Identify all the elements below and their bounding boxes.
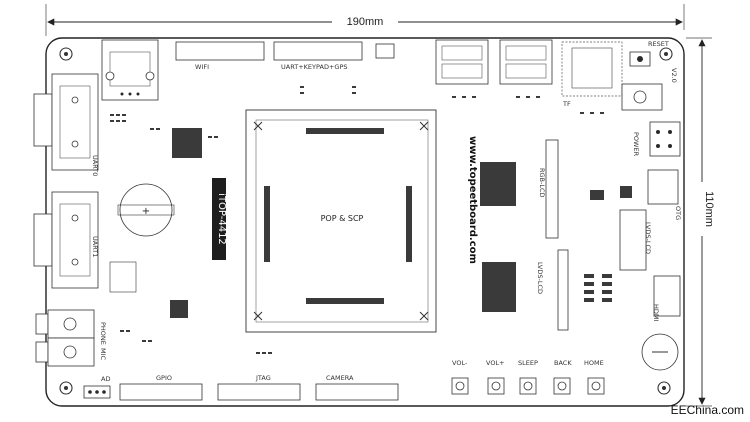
width-label: 190mm: [347, 16, 384, 28]
itop-badge: [212, 178, 226, 260]
ad-label: AD: [101, 375, 110, 383]
uart-keypad-gps-header: [273, 41, 363, 61]
lvds-lcd-center-label: LVDS-LCD: [536, 262, 544, 294]
hdmi-connector: [653, 275, 681, 317]
version-label: V2.0: [670, 68, 678, 83]
width-dimension: 190mm: [45, 4, 685, 36]
camera-label: CAMERA: [326, 374, 354, 382]
back-label: BACK: [554, 359, 572, 367]
uart-keypad-gps-label: UART+KEYPAD+GPS: [281, 63, 348, 71]
wifi-header: [175, 41, 265, 61]
lvds-lcd-connector-center: [557, 249, 569, 331]
lvds-lcd-right-label: LVDS-LCD: [644, 222, 652, 254]
rgb-lcd-connector: [545, 139, 559, 239]
tf-label: TF: [562, 100, 571, 108]
jtag-label: JTAG: [255, 374, 271, 382]
jtag-header: [217, 383, 301, 401]
phone-label: PHONE: [99, 322, 107, 345]
uart0-connector: [33, 73, 99, 171]
uart1-label: UART1: [91, 236, 99, 257]
ic-ethernet: [172, 128, 202, 158]
power-switch: [649, 121, 681, 157]
ic-audio: [109, 261, 137, 293]
svg-text:+: +: [142, 206, 150, 217]
otg-label: OTG: [674, 206, 682, 220]
home-label: HOME: [584, 359, 604, 367]
ethernet-connector: [101, 39, 159, 101]
usb-connector-1: [435, 39, 489, 85]
vol-plus-label: VOL+: [486, 359, 505, 367]
power-label: POWER: [632, 132, 640, 157]
sleep-label: SLEEP: [518, 359, 538, 367]
small-connector: [375, 43, 395, 59]
otg-connector: [647, 169, 679, 205]
lvds-lcd-connector-right: [619, 209, 647, 271]
ic-lvds: [482, 262, 516, 312]
pop-scp-label: POP & SCP: [321, 214, 364, 223]
mic-label: MIC: [99, 348, 107, 361]
uart0-label: UART0: [91, 155, 99, 176]
height-dimension: 110mm: [686, 37, 715, 407]
ic-u9: [480, 162, 516, 206]
gpio-header: [119, 383, 203, 401]
wifi-label: WIFI: [195, 63, 209, 71]
website-label: www.topeetboard.com: [467, 136, 478, 264]
watermark: EEChina.com: [670, 403, 744, 417]
gpio-label: GPIO: [156, 374, 172, 382]
usb-connector-2: [499, 39, 553, 85]
uart1-connector: [33, 191, 99, 289]
height-label: 110mm: [703, 191, 715, 227]
battery-left: +: [117, 183, 175, 237]
reset-label: RESET: [648, 40, 669, 48]
tf-card-slot: [561, 41, 623, 97]
hdmi-label: HDMI: [652, 304, 660, 322]
rgb-lcd-label: RGB-LCD: [538, 168, 546, 198]
phone-jack: [35, 309, 95, 339]
key-buttons: [451, 377, 605, 395]
smd-components: [110, 86, 632, 354]
ic-small: [170, 300, 188, 318]
vol-minus-label: VOL-: [452, 359, 468, 367]
camera-header: [315, 383, 399, 401]
mic-jack: [35, 337, 95, 367]
itop-label: iTOP-4412: [216, 193, 227, 245]
power-jack: [621, 83, 663, 111]
core-module: [245, 109, 437, 333]
